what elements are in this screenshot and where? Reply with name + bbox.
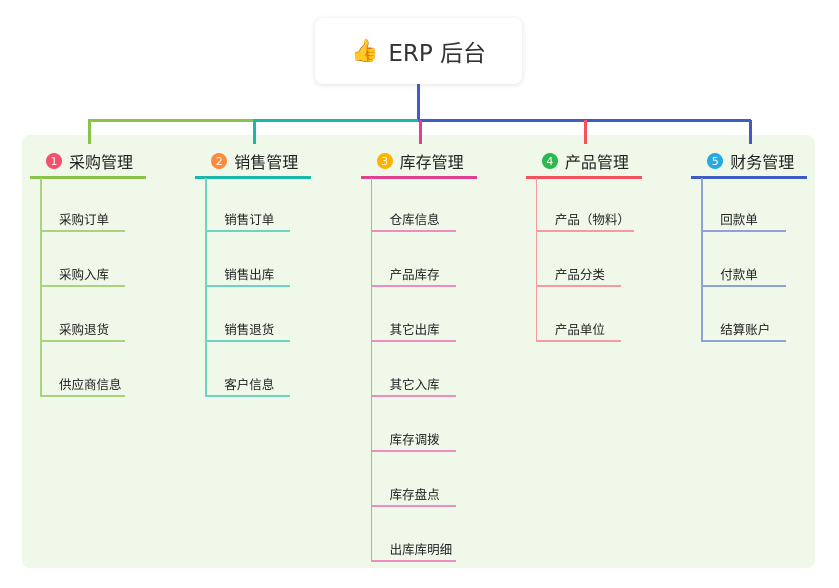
branch-title: 采购管理 bbox=[69, 153, 134, 172]
child-trunk-line bbox=[205, 178, 207, 396]
root-node[interactable]: 👍 ERP 后台 bbox=[315, 18, 522, 84]
child-item[interactable]: 销售订单 bbox=[224, 212, 275, 227]
child-underline bbox=[370, 340, 456, 342]
branch-header[interactable]: 4 产品管理 bbox=[541, 149, 629, 173]
branch-drop-line bbox=[418, 120, 422, 144]
branch-title: 产品管理 bbox=[564, 153, 629, 172]
child-item[interactable]: 采购订单 bbox=[59, 212, 110, 227]
child-underline bbox=[370, 505, 456, 507]
child-item[interactable]: 客户信息 bbox=[224, 377, 275, 392]
root-connector bbox=[417, 84, 420, 121]
child-item[interactable]: 采购入库 bbox=[59, 267, 110, 282]
branch-header[interactable]: 3 库存管理 bbox=[376, 149, 464, 173]
child-item[interactable]: 供应商信息 bbox=[59, 377, 122, 392]
child-trunk-line bbox=[535, 178, 538, 341]
branch-drop-line bbox=[88, 120, 91, 144]
child-underline bbox=[40, 395, 125, 397]
branch-underline bbox=[30, 176, 146, 179]
child-underline bbox=[370, 560, 456, 562]
child-item[interactable]: 其它入库 bbox=[389, 377, 440, 392]
child-underline bbox=[205, 285, 291, 287]
child-underline bbox=[205, 230, 291, 232]
child-underline bbox=[701, 230, 787, 232]
branch-drop-line bbox=[749, 120, 753, 144]
child-item[interactable]: 库存盘点 bbox=[389, 487, 440, 502]
branch-underline bbox=[691, 176, 808, 179]
number-badge-icon: 4 bbox=[541, 153, 558, 169]
child-item[interactable]: 产品库存 bbox=[389, 267, 440, 282]
child-underline bbox=[370, 450, 456, 452]
branch-header[interactable]: 2 销售管理 bbox=[211, 149, 298, 173]
diagram-background-panel bbox=[22, 135, 815, 568]
number-badge-icon: 2 bbox=[211, 153, 228, 169]
branch-underline bbox=[525, 176, 642, 179]
child-underline bbox=[701, 285, 787, 287]
child-item[interactable]: 结算账户 bbox=[720, 322, 771, 337]
child-item[interactable]: 回款单 bbox=[720, 212, 758, 227]
child-underline bbox=[370, 285, 456, 287]
branch-underline bbox=[195, 176, 312, 179]
child-underline bbox=[701, 340, 787, 342]
child-item[interactable]: 其它出库 bbox=[389, 322, 440, 337]
branch-drop-line bbox=[583, 120, 587, 144]
child-item[interactable]: 出库库明细 bbox=[389, 542, 453, 557]
number-badge-icon: 1 bbox=[46, 153, 62, 169]
thumbs-up-icon: 👍 bbox=[350, 38, 379, 64]
child-item[interactable]: 销售退货 bbox=[224, 322, 275, 337]
child-underline bbox=[535, 340, 621, 342]
child-underline bbox=[205, 340, 291, 342]
branch-title: 库存管理 bbox=[399, 153, 464, 172]
child-item[interactable]: 销售出库 bbox=[224, 267, 275, 282]
child-underline bbox=[40, 285, 125, 287]
child-item[interactable]: 付款单 bbox=[720, 267, 758, 282]
child-item[interactable]: 采购退货 bbox=[59, 322, 110, 337]
child-underline bbox=[370, 395, 456, 397]
child-underline bbox=[40, 340, 125, 342]
child-underline bbox=[205, 395, 291, 397]
child-underline bbox=[535, 230, 634, 232]
root-title: ERP 后台 bbox=[388, 41, 487, 67]
branch-title: 财务管理 bbox=[730, 153, 795, 172]
branch-underline bbox=[360, 176, 477, 179]
child-item[interactable]: 产品单位 bbox=[554, 322, 605, 337]
branch-header[interactable]: 1 采购管理 bbox=[46, 149, 133, 173]
child-underline bbox=[40, 230, 125, 232]
child-item[interactable]: 仓库信息 bbox=[389, 212, 440, 227]
branch-title: 销售管理 bbox=[234, 153, 299, 172]
child-item[interactable]: 产品（物料） bbox=[554, 212, 630, 227]
child-item[interactable]: 库存调拨 bbox=[389, 432, 440, 447]
branch-drop-line bbox=[253, 120, 257, 144]
child-trunk-line bbox=[701, 178, 703, 341]
child-trunk-line bbox=[370, 178, 373, 561]
child-trunk-line bbox=[40, 178, 42, 396]
number-badge-icon: 5 bbox=[707, 153, 724, 169]
child-item[interactable]: 产品分类 bbox=[554, 267, 605, 282]
branch-connector bbox=[253, 119, 420, 122]
branch-header[interactable]: 5 财务管理 bbox=[707, 149, 794, 173]
child-underline bbox=[535, 285, 621, 287]
child-underline bbox=[370, 230, 456, 232]
number-badge-icon: 3 bbox=[376, 153, 393, 169]
